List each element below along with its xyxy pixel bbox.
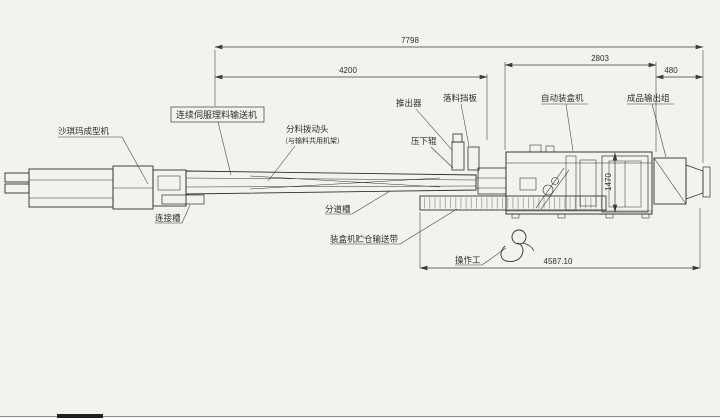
pusher-body [467, 146, 480, 171]
reel [551, 177, 559, 185]
conveyor-rail [185, 177, 477, 181]
dim-value: 4587.10 [544, 257, 573, 266]
machine-detail [519, 177, 537, 191]
label-lane-divider-chute: 分道槽 [325, 190, 391, 215]
arm [540, 169, 570, 210]
chute-body [161, 194, 205, 205]
label-text: 分道槽 [325, 204, 351, 214]
label-text: 装盒机贮仓输送带 [330, 234, 399, 244]
servo-feed-conveyor [185, 170, 477, 195]
machine-body [28, 168, 114, 208]
forming-machine [4, 165, 187, 210]
operator-body [500, 242, 524, 262]
right-panel [601, 155, 649, 213]
label-product-output-unit: 成品输出组 [627, 93, 674, 158]
leader-line [399, 208, 458, 245]
label-servo-feed-conveyor: 连续伺服理料输送机 [170, 106, 265, 176]
machine-foot [641, 213, 650, 219]
output-end [702, 166, 711, 198]
output-unit [653, 157, 711, 205]
label-connecting-chute: 连接槽 [155, 204, 191, 224]
scan-mark [57, 414, 103, 419]
leader-line [267, 145, 296, 182]
label-text: 推出器 [396, 98, 422, 108]
label-forming-machine: 沙琪玛成型机 [58, 126, 149, 185]
leader-line [181, 204, 191, 224]
dimension-floor-4587: 4587.10 [419, 208, 701, 271]
lane-guide [249, 177, 441, 190]
leader-line [415, 108, 453, 151]
top-detail [545, 145, 555, 153]
dimension-output-480: 480 [655, 66, 704, 80]
label-pusher: 推出器 [396, 98, 453, 151]
label-text: 连续伺服理料输送机 [176, 109, 257, 120]
magazine-conveyor [419, 195, 607, 211]
label-text: 沙琪玛成型机 [58, 126, 110, 136]
frame-post [565, 155, 577, 211]
dimension-conveyor-4200: 4200 [214, 66, 488, 140]
output-chute [685, 164, 704, 200]
label-text: 压下辊 [411, 136, 437, 146]
leader-line [565, 103, 574, 152]
conveyor-frame [419, 195, 607, 211]
arm [535, 167, 565, 209]
machine-foot [557, 213, 566, 219]
lane-guide [249, 175, 441, 188]
operator-head [511, 229, 527, 245]
label-text: 操作工 [455, 255, 481, 265]
leader-line [460, 103, 470, 147]
label-magazine-conveyor: 装盒机贮仓输送带 [330, 208, 458, 245]
label-text: 分料拨动头 [286, 124, 329, 134]
label-text: 成品输出组 [627, 93, 670, 103]
dim-value: 7798 [401, 36, 419, 45]
label-auto-cartoner: 自动装盒机 [541, 93, 588, 152]
top-detail [529, 144, 542, 153]
machine-foot [511, 213, 520, 219]
reel [542, 184, 554, 196]
machine-body [505, 151, 653, 215]
baffle-cap [452, 133, 463, 143]
machine-detail [579, 159, 597, 207]
label-press-roller: 压下辊 [411, 136, 454, 169]
dimension-cartoner-2803: 2803 [504, 54, 657, 152]
scan-strip [0, 418, 720, 420]
machine-part [4, 183, 30, 194]
label-text: 连接槽 [155, 213, 181, 223]
dim-value: 480 [664, 66, 678, 75]
chute-body [477, 167, 507, 195]
label-divider-head: 分料拨动头 （与输料共用机架） [267, 124, 344, 182]
scan-edge [0, 414, 720, 420]
machine-body [112, 165, 154, 210]
leader-line [651, 103, 667, 158]
leader-line [217, 121, 232, 176]
label-text: 自动装盒机 [541, 93, 584, 103]
machine-detail [157, 175, 181, 191]
conveyor-outline [185, 170, 477, 195]
dim-value: 1470 [604, 173, 613, 191]
baffle-post [451, 141, 465, 171]
cartoning-machine [505, 144, 653, 219]
label-box [170, 106, 265, 123]
operator-figure [500, 229, 535, 262]
connecting-chute [161, 194, 205, 205]
dim-value: 2803 [591, 54, 609, 63]
leader-line [121, 136, 149, 185]
machine-foot [605, 213, 614, 219]
output-brace [653, 157, 687, 205]
leader-line [430, 146, 454, 169]
leader-line [481, 247, 507, 266]
dim-value: 4200 [339, 66, 357, 75]
leader-line [351, 190, 391, 215]
machine-part [4, 172, 30, 183]
label-operator: 操作工 [455, 247, 507, 266]
transfer-mechanism [451, 133, 507, 195]
label-text: 落料挡板 [443, 93, 478, 103]
operator-arm [522, 242, 535, 252]
label-note: （与输料共用机架） [281, 136, 344, 145]
label-drop-baffle: 落料挡板 [443, 93, 478, 147]
